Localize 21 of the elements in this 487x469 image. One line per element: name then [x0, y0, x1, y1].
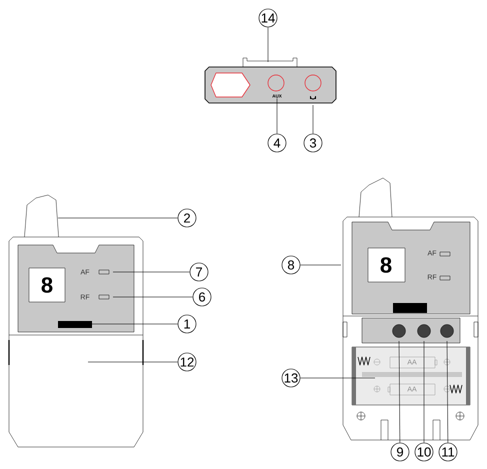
callout-number: 2 — [178, 208, 196, 228]
callout-number: 7 — [190, 262, 208, 282]
callout-number: 13 — [282, 368, 300, 388]
leader-line — [300, 264, 342, 266]
leader-line — [312, 104, 314, 134]
callout-number: 6 — [192, 288, 212, 306]
digit-display: 8 — [42, 277, 52, 293]
callout-number: 11 — [438, 442, 458, 462]
callout-number: 12 — [178, 352, 196, 372]
callout-number: 3 — [304, 134, 322, 152]
callout-number: 4 — [268, 134, 286, 152]
callout-number: 10 — [414, 442, 434, 462]
callout-number: 9 — [390, 442, 410, 462]
leader-line — [276, 98, 278, 134]
digit-display: 8 — [380, 257, 392, 273]
callout-number: 1 — [178, 314, 196, 334]
leader-line — [398, 340, 400, 443]
leader-line — [112, 296, 193, 298]
leader-line — [446, 340, 448, 443]
callout-number: 14 — [258, 8, 278, 28]
callout-number: 8 — [282, 256, 300, 274]
